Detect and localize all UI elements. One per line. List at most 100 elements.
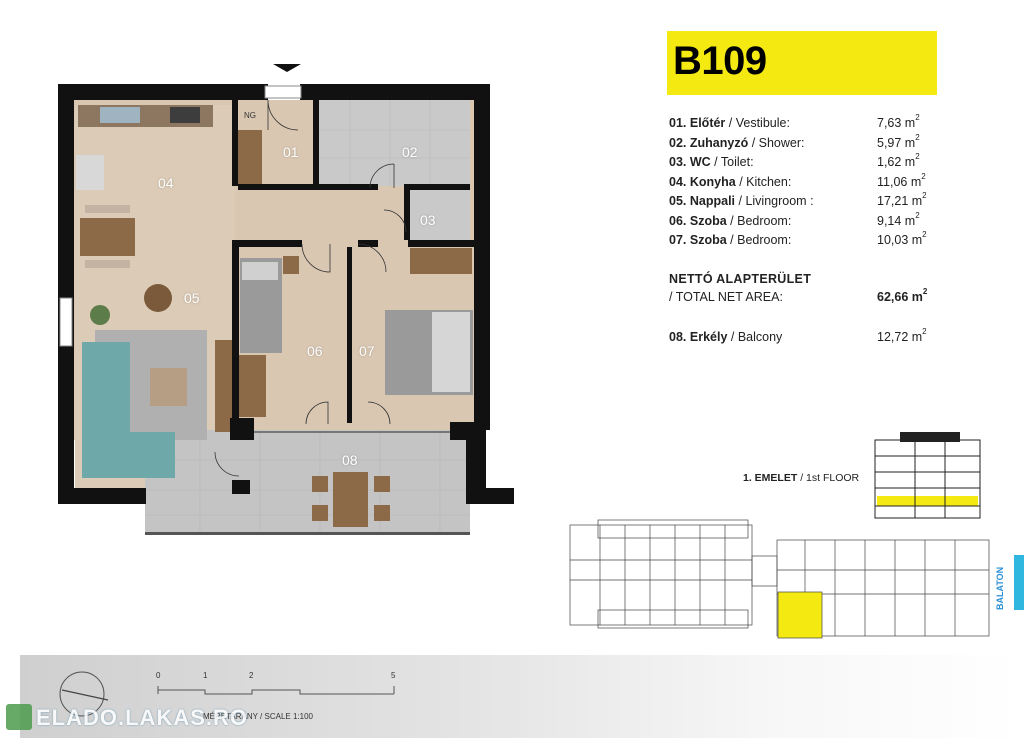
pillows	[432, 312, 470, 392]
site-plan-highlight	[777, 591, 823, 639]
room-name-en: Bedroom:	[737, 213, 792, 228]
scale-ruler	[157, 686, 395, 695]
scale-tick: 0	[156, 671, 161, 680]
entrance-arrow	[273, 64, 301, 72]
unit-exponent: 2	[922, 191, 927, 200]
room-area: 7,63 m	[877, 116, 916, 130]
shower-tiles	[318, 100, 470, 186]
room-num: 07.	[669, 233, 687, 247]
unit-exponent: 2	[921, 171, 926, 181]
room-num: 04.	[669, 174, 687, 189]
plan-label-08: 08	[342, 452, 358, 468]
balcony-table	[333, 472, 368, 527]
room-name-hu: WC	[689, 155, 711, 169]
plan-label-04: 04	[158, 175, 174, 191]
room-num: 06.	[669, 213, 687, 228]
north-arrow-line	[61, 689, 109, 701]
wardrobe-06	[238, 355, 266, 417]
kitchen-sink	[100, 107, 140, 123]
unit-exponent: 2	[922, 327, 927, 336]
dining-table	[80, 218, 135, 256]
room-name-hu: Zuhanyzó	[689, 135, 749, 150]
scale-label: MÉRETARÁNY / SCALE 1:100	[203, 712, 313, 721]
unit-exponent: 2	[922, 287, 928, 296]
balcony-num: 08.	[669, 330, 687, 344]
room-row: 06. Szoba / Bedroom: 9,14 m2	[669, 210, 920, 228]
scale-strip	[20, 655, 1024, 738]
fridge	[76, 155, 104, 190]
plant	[90, 305, 110, 325]
scale-tick: 1	[203, 671, 208, 680]
room-row: 04. Konyha / Kitchen: 11,06 m2	[669, 171, 926, 189]
room-name-en: Vestibule:	[735, 116, 790, 130]
wc-floor	[408, 190, 470, 240]
unit-exponent: 2	[922, 230, 927, 239]
site-plan	[569, 519, 990, 637]
room-name-hu: Szoba	[689, 233, 727, 247]
scale-tick: 5	[391, 671, 396, 680]
unit-exponent: 2	[915, 152, 920, 161]
room-num: 02.	[669, 135, 687, 150]
balcony-name-en: Balcony	[737, 330, 783, 344]
sofa	[82, 342, 175, 478]
balcony-area: 12,72 m2	[877, 327, 927, 344]
entrance-door	[264, 85, 302, 99]
room-row: 03. WC / Toilet: 1,62 m2	[669, 152, 920, 169]
room-area: 10,03 m	[877, 233, 923, 247]
nightstand	[283, 256, 299, 274]
room-area: 11,06 m	[877, 174, 922, 189]
room-row: 05. Nappali / Livingroom : 17,21 m2	[669, 191, 927, 208]
room-name-en: Shower:	[758, 135, 805, 150]
window	[59, 297, 73, 347]
net-area-value: 62,66 m2	[877, 287, 928, 304]
net-area-number: 62,66 m	[877, 290, 923, 304]
unit-exponent: 2	[915, 113, 920, 122]
vestibule-wardrobe	[237, 130, 262, 185]
floor-label-hu: 1. EMELET	[743, 472, 798, 484]
room-area: 5,97 m	[877, 135, 916, 150]
balcony-row: 08. Erkély / Balcony	[669, 330, 783, 344]
pillow	[242, 262, 278, 280]
unit-exponent: 2	[915, 132, 920, 142]
door-swings	[214, 99, 407, 477]
room-name-hu: Szoba	[689, 213, 727, 228]
balcony-railing	[145, 532, 470, 535]
room-row: 07. Szoba / Bedroom: 10,03 m2	[669, 230, 927, 247]
room-row: 01. Előtér / Vestibule: 7,63 m2	[669, 113, 920, 130]
walls	[58, 84, 514, 504]
room-num: 01.	[669, 116, 687, 130]
room-list: 01. Előtér / Vestibule: 7,63 m2 02. Zuha…	[669, 113, 949, 253]
room-name-en: Toilet:	[720, 155, 754, 169]
plan-label-06: 06	[307, 343, 323, 359]
north-arrow-icon	[59, 671, 105, 717]
room-row: 02. Zuhanyzó / Shower: 5,97 m2	[669, 132, 920, 150]
floor-label-en: / 1st FLOOR	[800, 472, 860, 484]
apartment-code: B109	[673, 39, 767, 83]
room-name-en: Kitchen:	[746, 174, 792, 189]
watermark-logo-icon	[6, 704, 32, 730]
tv-unit	[215, 340, 233, 432]
dining-chair	[85, 260, 130, 268]
floor-label: 1. EMELET / 1st FLOOR	[743, 472, 859, 484]
plan-label-05: 05	[184, 290, 200, 306]
plan-label-03: 03	[420, 212, 436, 228]
unit-exponent: 2	[915, 210, 920, 220]
room-name-en: Livingroom :	[745, 194, 814, 208]
room-area: 17,21 m	[877, 194, 923, 208]
scale-tick: 2	[249, 671, 254, 680]
building-elevation	[874, 432, 981, 519]
wardrobe-07	[410, 248, 472, 274]
plan-label-07: 07	[359, 343, 375, 359]
balcony-area-number: 12,72 m	[877, 330, 923, 344]
room-name-hu: Előtér	[689, 116, 726, 130]
balcony-name-hu: Erkély	[689, 330, 728, 344]
dining-chair	[85, 205, 130, 213]
room-num: 05.	[669, 194, 687, 208]
net-area-label-hu: NETTÓ ALAPTERÜLET	[669, 272, 812, 286]
plan-label-02: 02	[402, 144, 418, 160]
apartment-title-box: B109	[667, 31, 937, 95]
room-area: 1,62 m	[877, 155, 916, 169]
net-area-label-en: / TOTAL NET AREA:	[669, 290, 783, 304]
